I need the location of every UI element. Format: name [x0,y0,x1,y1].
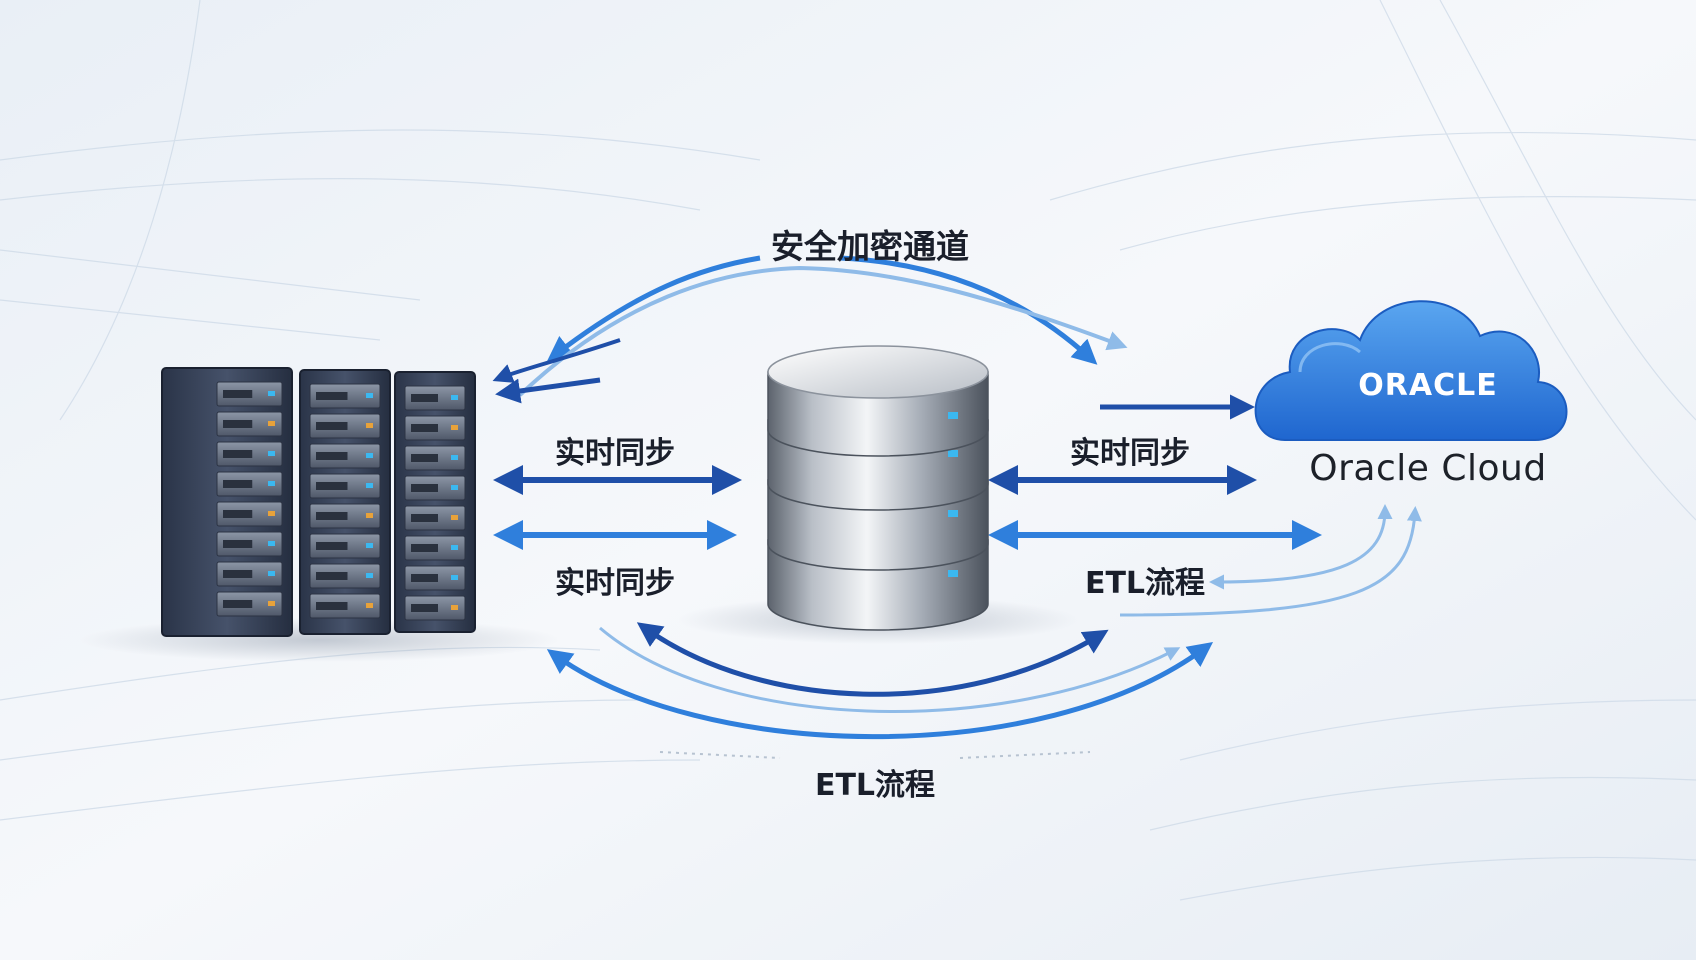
server-rack [394,371,476,633]
cloud-icon [1254,300,1568,441]
label-right-etl: ETL流程 [1084,566,1206,601]
server-rack-icon [80,367,560,662]
sync-arrows [493,377,1422,617]
oracle-logo-text: ORACLE [1358,368,1498,403]
server-rack [161,367,293,637]
label-right-sync: 实时同步 [1070,436,1190,471]
label-left-sync-2: 实时同步 [555,566,675,601]
background-streaks [0,0,1696,901]
database-icon [678,345,1078,644]
etl-arcs [546,622,1214,759]
server-rack [299,369,391,635]
cloud-caption: Oracle Cloud [1309,448,1547,489]
top-channel-arcs [492,255,1128,397]
label-secure-channel: 安全加密通道 [771,227,969,266]
database-disk-top [767,345,989,457]
label-left-sync-1: 实时同步 [555,436,675,471]
label-bottom-etl: ETL流程 [814,768,936,803]
